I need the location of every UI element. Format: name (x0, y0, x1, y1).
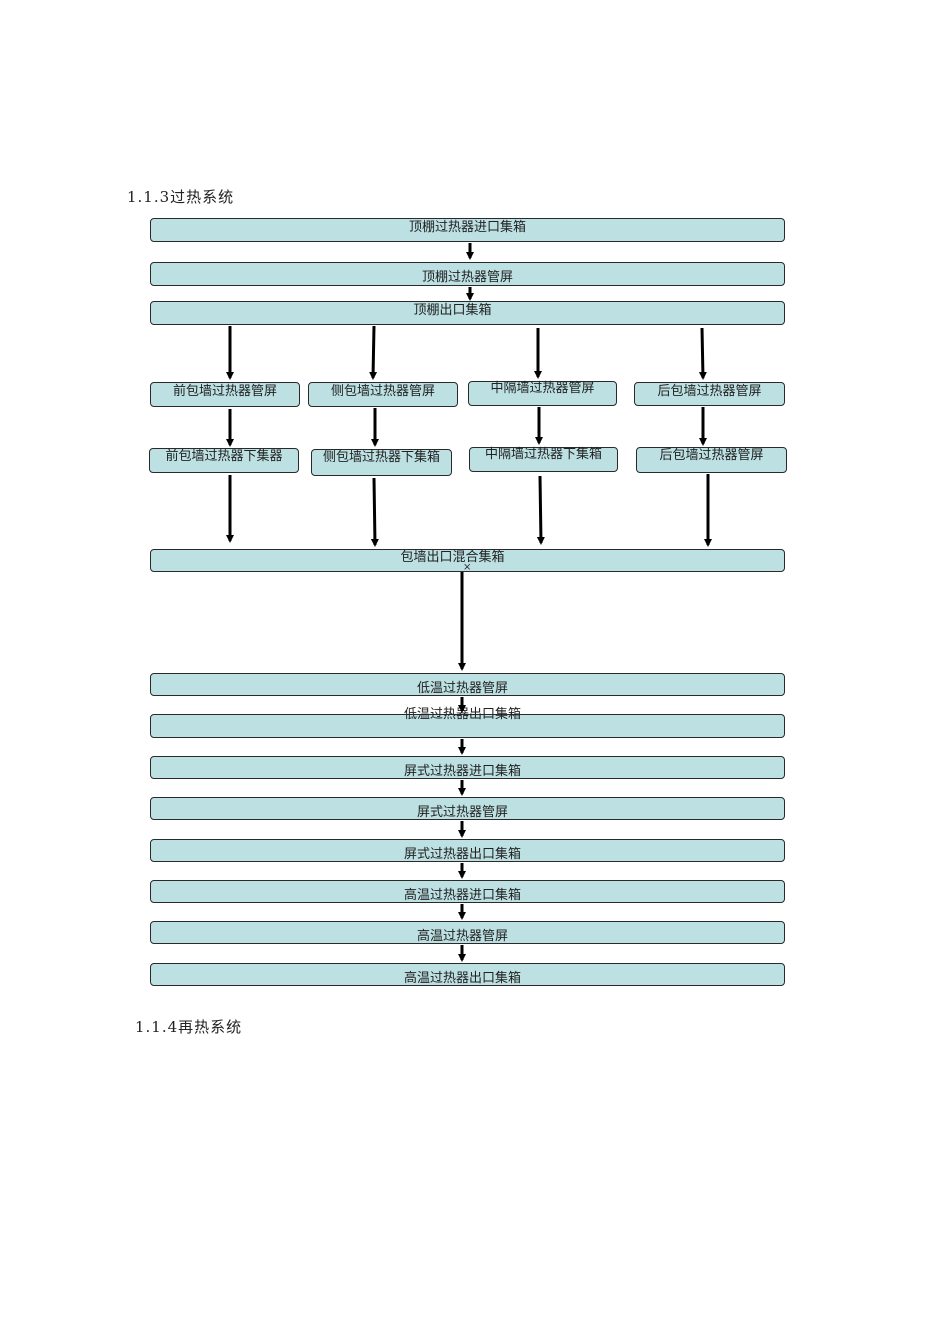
node-label: 顶棚过热器进口集箱 (408, 220, 526, 235)
node-side-wall-lower-header: 侧包墙过热器下集箱 (311, 449, 452, 476)
section-heading-superheat: 1.1.3过热系统 (127, 188, 235, 206)
node-platen-inlet-header: 屏式过热器进口集箱 (150, 756, 785, 779)
node-label: 包墙出口混合集箱 (400, 550, 505, 565)
node-rear-wall-panel-2: 后包墙过热器管屏 (636, 447, 787, 473)
node-label: 顶棚过热器管屏 (421, 270, 513, 285)
node-label: 屏式过热器进口集箱 (403, 764, 521, 779)
node-label: 中隔墙过热器下集箱 (484, 447, 602, 462)
node-label: 后包墙过热器管屏 (657, 384, 762, 399)
node-label: 高温过热器进口集箱 (403, 888, 521, 903)
junction-mark: × (463, 562, 472, 573)
node-wall-outlet-mixing-header: 包墙出口混合集箱 (150, 549, 785, 572)
node-label: 屏式过热器出口集箱 (403, 847, 521, 862)
node-label: 前包墙过热器管屏 (172, 384, 277, 399)
arrow (369, 325, 378, 380)
node-roof-outlet-header: 顶棚出口集箱 (150, 301, 785, 325)
node-label: 后包墙过热器管屏 (659, 448, 764, 463)
arrow (536, 475, 545, 545)
node-platen-panel: 屏式过热器管屏 (150, 797, 785, 820)
node-label: 低温过热器管屏 (416, 681, 508, 696)
arrow (370, 477, 379, 547)
node-label: 高温过热器管屏 (416, 929, 508, 944)
node-roof-tube-panel: 顶棚过热器管屏 (150, 262, 785, 286)
node-label: 前包墙过热器下集器 (165, 449, 283, 464)
node-roof-inlet-header: 顶棚过热器进口集箱 (150, 218, 785, 242)
node-label: 顶棚出口集箱 (413, 303, 492, 318)
node-rear-wall-panel: 后包墙过热器管屏 (634, 382, 785, 406)
node-label: 侧包墙过热器管屏 (330, 384, 435, 399)
node-label: 侧包墙过热器下集箱 (322, 450, 440, 465)
node-mid-partition-panel: 中隔墙过热器管屏 (468, 381, 617, 406)
node-front-wall-lower-header: 前包墙过热器下集器 (149, 448, 299, 473)
section-heading-reheat: 1.1.4再热系统 (135, 1018, 243, 1036)
node-label: 屏式过热器管屏 (416, 805, 508, 820)
node-front-wall-panel: 前包墙过热器管屏 (150, 382, 300, 407)
node-label: 低温过热器出口集箱 (403, 707, 521, 722)
node-ht-panel: 高温过热器管屏 (150, 921, 785, 944)
node-lt-panel: 低温过热器管屏 (150, 673, 785, 696)
node-label: 高温过热器出口集箱 (403, 971, 521, 986)
node-label: 中隔墙过热器管屏 (490, 381, 595, 396)
node-ht-outlet-header: 高温过热器出口集箱 (150, 963, 785, 986)
node-platen-outlet-header: 屏式过热器出口集箱 (150, 839, 785, 862)
arrow (698, 327, 707, 380)
node-mid-partition-lower-header: 中隔墙过热器下集箱 (469, 447, 618, 472)
node-side-wall-panel: 侧包墙过热器管屏 (308, 382, 458, 407)
node-ht-inlet-header: 高温过热器进口集箱 (150, 880, 785, 903)
node-lt-outlet-header: 低温过热器出口集箱 (150, 707, 785, 738)
